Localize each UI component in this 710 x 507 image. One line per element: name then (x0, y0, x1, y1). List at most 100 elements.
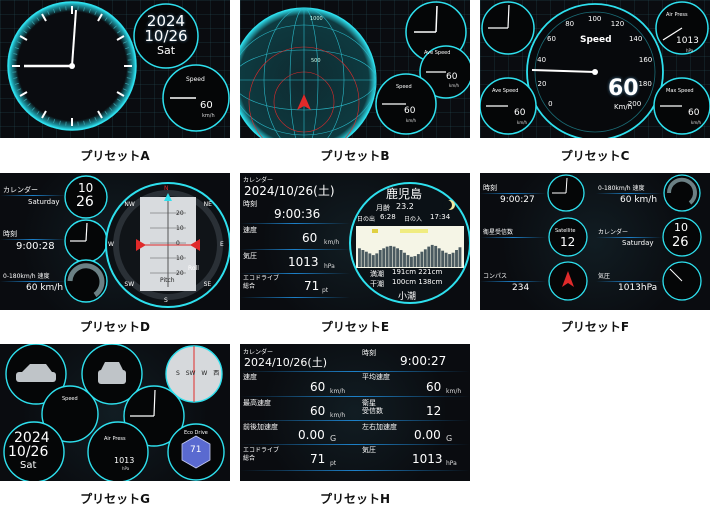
speed-unit: km/h (330, 388, 345, 395)
sunrise-label: 日の出 (357, 214, 375, 223)
moon-age-value: 23.2 (396, 202, 414, 211)
time-label: 時刻 (3, 229, 17, 239)
lr-accel-unit: G (446, 434, 452, 443)
tide-bar (410, 257, 413, 267)
pitch-scale-label: 20 (176, 210, 184, 217)
speed-tick-label: 140 (629, 35, 642, 43)
pressure-value: 1013hPa (618, 283, 657, 293)
row-divider (596, 237, 662, 238)
caption-h: プリセットH (240, 490, 470, 507)
tide-bar (452, 253, 455, 267)
pitch-scale-label: 0 (176, 240, 180, 247)
speedo-value: 60 km/h (620, 195, 657, 205)
row-divider (480, 237, 546, 238)
preset-f-screen[interactable]: 時刻 9:00:27 0-180km/h 速度 60 km/h 衛星受信数 Sa… (480, 173, 710, 310)
tide-bar (431, 245, 434, 267)
tide-bar (413, 256, 416, 267)
preset-b-radar (240, 0, 470, 138)
row-divider (240, 470, 470, 471)
row-divider (0, 281, 66, 282)
row-divider (480, 281, 546, 282)
tide-bar (368, 253, 371, 267)
tide-gauge (240, 173, 470, 310)
compass-direction: N (164, 185, 169, 192)
clock-small (482, 2, 534, 54)
tide-bar (455, 250, 458, 267)
tide-bar (417, 254, 420, 267)
ave-speed-value: 60 (426, 380, 441, 394)
clock-small (548, 175, 584, 211)
pitch-scale-label: 10 (176, 225, 184, 232)
preset-a-screen[interactable]: 2024 10/26 Sat Speed 60 km/h (0, 0, 230, 138)
speed-label: Speed (62, 396, 78, 402)
speed-value: 60 (404, 106, 415, 116)
tide-bar (407, 255, 410, 267)
tide-bar (427, 247, 430, 267)
row-divider (0, 239, 66, 240)
sunset-value: 17:34 (430, 213, 450, 221)
ave-speed-value: 60 (514, 108, 525, 118)
pressure-dial (663, 262, 701, 300)
row-divider (596, 281, 662, 282)
date-weekday: Sat (150, 44, 182, 57)
calendar-label: カレンダー (598, 227, 628, 236)
speedo-dial (664, 175, 700, 211)
speed-tick-label: 60 (547, 35, 556, 43)
tide-bar (358, 248, 361, 267)
calendar-day: 26 (672, 235, 689, 250)
speed-unit: km/h (406, 118, 416, 123)
air-press-gauge (656, 2, 708, 54)
speed-tick-label: 120 (611, 20, 624, 28)
speed-tick-label: 180 (638, 80, 651, 88)
speed-big-value: 60 (608, 76, 639, 101)
sunrise-value: 6:28 (380, 213, 396, 221)
speed-gauge (376, 74, 436, 134)
tide-bar (389, 246, 392, 267)
compass-west-kanji: 西 (213, 370, 219, 377)
roll-label: Roll (188, 265, 199, 272)
tide-bar (386, 247, 389, 267)
pitch-label: Pitch (160, 277, 175, 284)
compass-direction: E (220, 241, 224, 248)
preset-e-screen[interactable]: カレンダー 2024/10/26(土) 時刻 9:00:36 速度 60 km/… (240, 173, 470, 310)
satellite-word: Satellite (555, 228, 575, 234)
preset-b-screen[interactable]: 1000 500 Ave Speed 60 km/h Speed 60 km/h (240, 0, 470, 138)
eco-label-2: 総合 (243, 453, 255, 462)
speed-value: 60 (310, 380, 325, 394)
weekday: Sat (20, 460, 36, 471)
speedo-label: 0-180km/h 速度 (598, 183, 645, 192)
time-label: 時刻 (362, 348, 376, 358)
preset-h-screen[interactable]: カレンダー 2024/10/26(土) 時刻 9:00:27 速度 60 km/… (240, 344, 470, 481)
eco-drive-value: 71 (190, 445, 201, 455)
speed-tick-label: 20 (538, 80, 547, 88)
row-divider (240, 420, 470, 421)
pressure-unit: hPa (446, 460, 457, 467)
calendar-day: 26 (76, 194, 94, 210)
speed-label: 速度 (243, 372, 257, 382)
compass-label: コンパス (483, 271, 507, 280)
speedometer-large (527, 4, 663, 138)
calendar-weekday: Saturday (622, 239, 654, 247)
ave-speed-unit: km/h (446, 388, 461, 395)
low-tide-value: 100cm 138cm (392, 278, 442, 286)
row-divider (240, 396, 470, 397)
eco-unit: pt (330, 460, 336, 467)
compass-sw: SW (186, 370, 196, 377)
compass-dial (549, 262, 587, 300)
speedo-value: 60 km/h (26, 283, 63, 293)
speed-unit: km/h (202, 113, 215, 119)
speed-tick-label: 40 (537, 56, 546, 64)
ave-speed-label: 平均速度 (362, 372, 390, 382)
ave-speed-unit: km/h (517, 120, 527, 125)
moon-age-label: 月齢 (376, 203, 390, 213)
speed-tick-label: 80 (565, 20, 574, 28)
pressure-label: 気圧 (362, 445, 376, 455)
compass-direction: W (108, 241, 114, 248)
tide-bar (459, 247, 462, 267)
tide-name: 小潮 (398, 289, 416, 302)
ave-speed-label: Ave Speed (492, 88, 518, 94)
eco-value: 71 (310, 452, 325, 466)
preset-g-screen[interactable]: Speed 2024 10/26 Sat Air Press 1013 hPa … (0, 344, 230, 481)
